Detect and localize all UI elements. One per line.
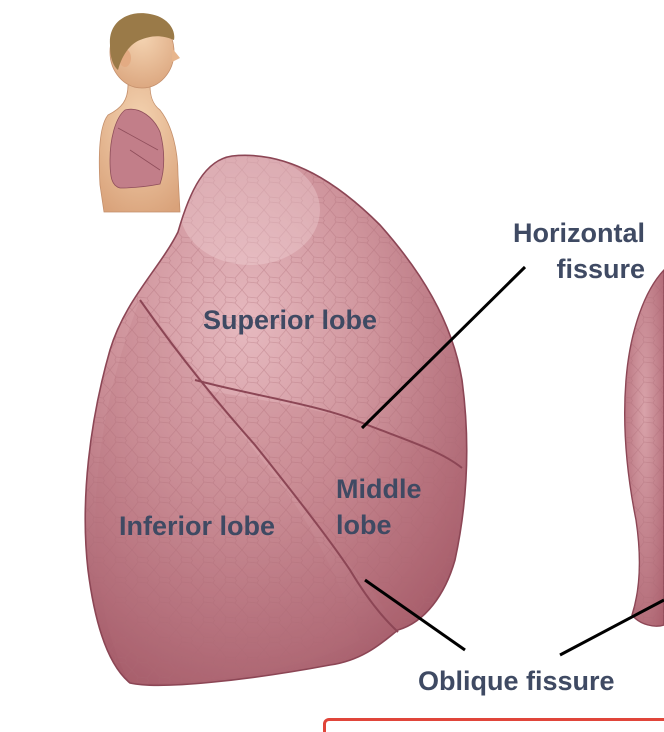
right-lung-illustration [84,154,468,687]
horizontal-fissure-label: Horizontal fissure [485,215,645,287]
middle-lobe-label-line1: Middle [336,474,422,504]
oblique-fissure-label: Oblique fissure [418,666,615,696]
middle-lobe-label-line2: lobe [336,510,392,540]
horizontal-fissure-label-line1: Horizontal [513,218,645,248]
oblique-fissure-leader-right [559,598,664,657]
human-torso-side-view-icon [98,13,181,213]
leader-lines [360,265,664,657]
inferior-lobe-label: Inferior lobe [119,511,276,541]
left-lung-partial-illustration [624,268,664,627]
middle-lobe-label: Middle lobe [336,471,422,543]
horizontal-fissure-label-line2: fissure [556,254,645,284]
alert-frame [323,718,664,732]
oblique-fissure-leader-left [364,578,466,652]
superior-lobe-label: Superior lobe [203,305,378,335]
horizontal-fissure-leader [360,265,527,430]
